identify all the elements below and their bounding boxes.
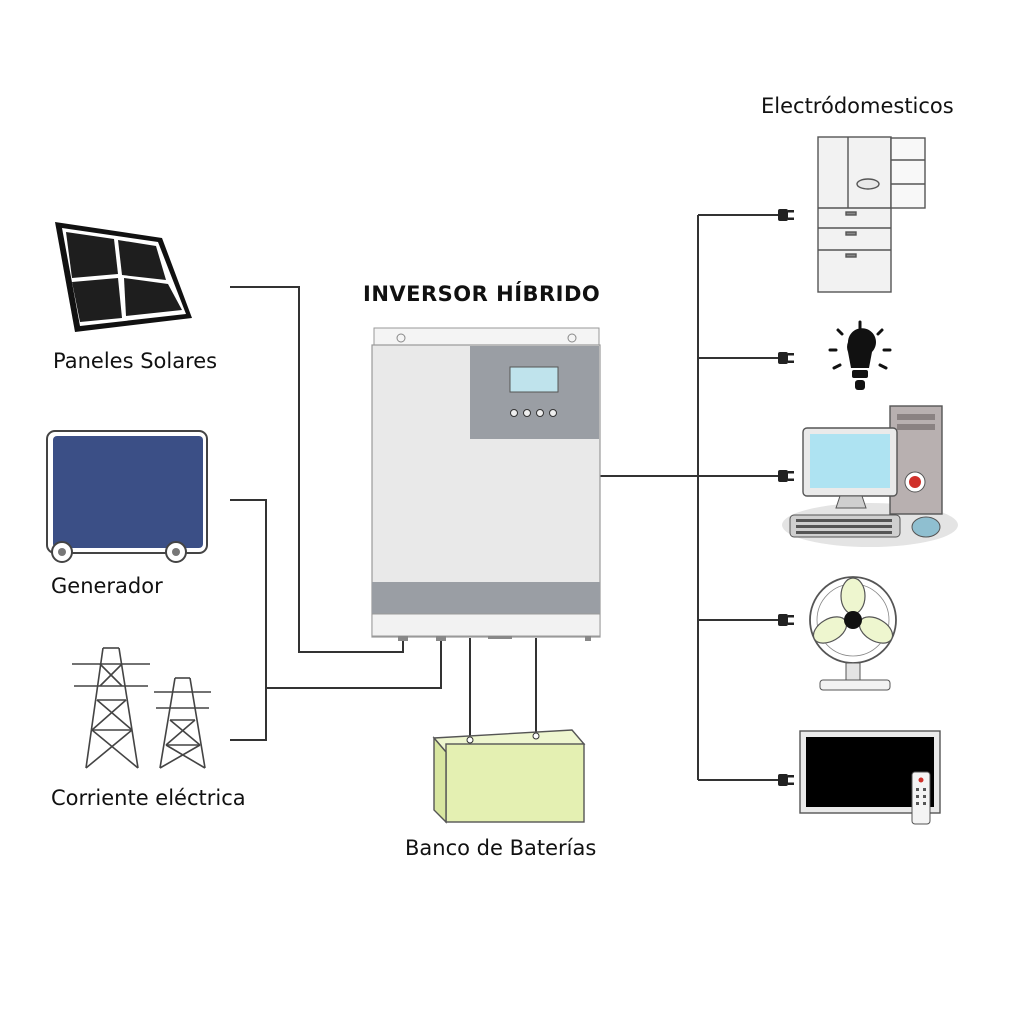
plugs xyxy=(778,209,794,786)
battery-bank-label: Banco de Baterías xyxy=(405,836,597,860)
plug-icon xyxy=(778,470,794,482)
generator-wire xyxy=(230,499,267,741)
solar-panel-icon xyxy=(55,222,192,332)
wiring xyxy=(230,214,778,781)
inverter-icon xyxy=(371,327,601,641)
plug-icon xyxy=(778,209,794,221)
diagram-title: INVERSOR HÍBRIDO xyxy=(363,282,601,306)
generator-icon xyxy=(46,430,208,563)
transmission-tower-icon xyxy=(72,647,211,769)
solar-panels-label: Paneles Solares xyxy=(53,349,218,373)
refrigerator-icon xyxy=(817,136,926,293)
appliances-label: Electródomesticos xyxy=(761,94,954,118)
television-icon xyxy=(799,730,941,825)
solar-wire xyxy=(230,286,404,653)
light-bulb-icon xyxy=(828,320,892,390)
battery-icon xyxy=(432,729,586,824)
generator-label: Generador xyxy=(51,574,163,598)
plug-icon xyxy=(778,352,794,364)
fan-icon xyxy=(809,576,897,691)
plug-icon xyxy=(778,774,794,786)
grid-bus-wire xyxy=(266,638,442,689)
plug-icon xyxy=(778,614,794,626)
computer-icon xyxy=(782,405,958,547)
grid-power-label: Corriente eléctrica xyxy=(51,786,246,810)
